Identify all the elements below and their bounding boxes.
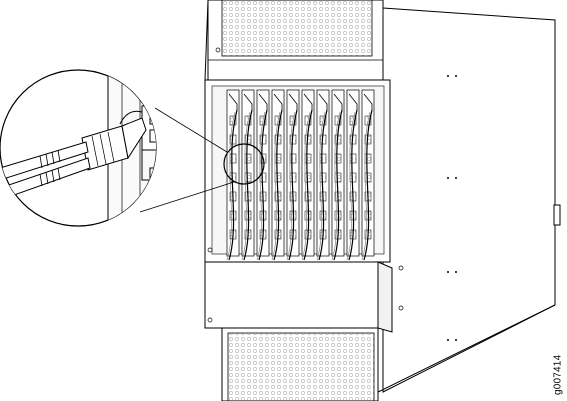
top-vent-mesh [221,0,373,57]
magnified-callout [0,69,157,227]
callout-leader-bottom [139,181,235,213]
side-screws [447,75,457,341]
front-screws [207,47,404,323]
callout-marker-circle [223,143,265,185]
line-card [271,89,285,261]
line-card [241,89,255,261]
line-card [286,89,300,261]
chassis-side-panel [382,7,556,393]
cable-manager-lip [377,261,393,333]
line-card-slots [226,89,375,261]
callout-leader-top [154,107,228,153]
fiber-cables [0,141,91,201]
line-card [301,89,315,261]
duplex-lc-connector [81,110,147,171]
line-card [316,89,330,261]
line-card [226,89,240,261]
side-handle [553,204,561,226]
line-card [361,89,375,261]
figure-id-label: g007414 [552,354,563,395]
cable-manager [204,261,379,329]
lower-vent-mesh [227,332,375,401]
line-card [346,89,360,261]
line-card [331,89,345,261]
line-card [256,89,270,261]
